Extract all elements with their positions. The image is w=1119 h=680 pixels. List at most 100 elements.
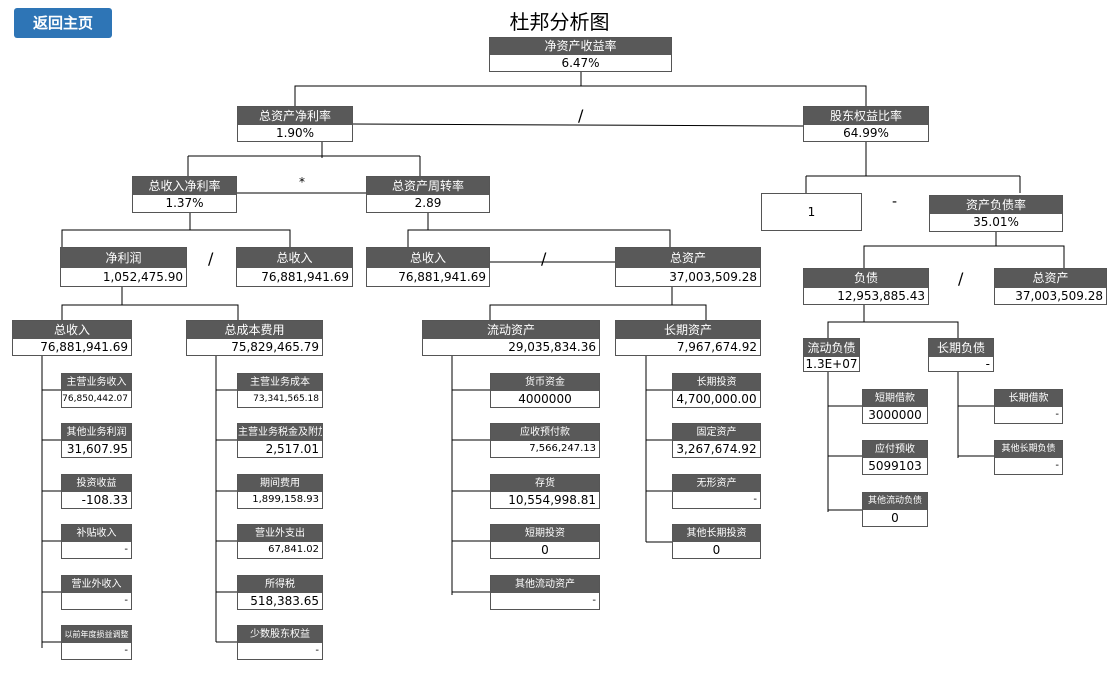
node-label: 总资产净利率 — [238, 107, 352, 125]
equity-ratio-node: 股东权益比率 64.99% — [803, 106, 929, 142]
other-long-term-investment-node: 其他长期投资 0 — [672, 524, 761, 559]
main-revenue-node: 主营业务收入 76,850,442.07 — [61, 373, 132, 408]
node-label: 应付预收 — [863, 441, 927, 458]
node-value: 6.47% — [561, 56, 600, 70]
node-label: 主营业务税金及附加 — [238, 424, 322, 441]
node-label: 净资产收益率 — [490, 38, 671, 55]
divide-operator: / — [578, 106, 584, 125]
income-tax-node: 所得税 518,383.65 — [237, 575, 323, 610]
short-term-investment-node: 短期投资 0 — [490, 524, 600, 559]
subsidy-income-node: 补贴收入 - — [61, 524, 132, 559]
constant-one-cell: 1 — [761, 193, 862, 231]
roe-node: 净资产收益率 6.47% — [489, 37, 672, 72]
long-term-assets-node: 长期资产 7,967,674.92 — [615, 320, 761, 356]
node-label: 资产负债率 — [930, 196, 1062, 214]
minus-operator: - — [892, 194, 898, 210]
node-value: 3,267,674.92 — [676, 442, 757, 456]
node-value: 1,899,158.93 — [252, 494, 319, 505]
node-label: 营业外支出 — [238, 525, 322, 542]
node-label: 负债 — [804, 269, 928, 288]
revenue-node: 总收入 76,881,941.69 — [236, 247, 353, 287]
node-label: 总收入 — [237, 248, 352, 268]
fixed-assets-node: 固定资产 3,267,674.92 — [672, 423, 761, 458]
node-label: 长期借款 — [995, 390, 1062, 407]
node-value: 76,881,941.69 — [398, 270, 486, 284]
prior-year-adjustment-node: 以前年度损益调整 - — [61, 625, 132, 660]
long-term-investment-node: 长期投资 4,700,000.00 — [672, 373, 761, 408]
node-value: 35.01% — [973, 215, 1019, 229]
intangible-assets-node: 无形资产 - — [672, 474, 761, 509]
current-liabilities-node: 流动负债 1.3E+07 — [803, 338, 860, 372]
node-label: 总资产周转率 — [367, 177, 489, 195]
node-label: 少数股东权益 — [238, 626, 322, 643]
inventory-node: 存货 10,554,998.81 — [490, 474, 600, 509]
node-label: 总收入 — [367, 248, 489, 268]
node-label: 货币资金 — [491, 374, 599, 391]
node-value: 75,829,465.79 — [231, 340, 319, 354]
other-current-assets-node: 其他流动资产 - — [490, 575, 600, 610]
cash-node: 货币资金 4000000 — [490, 373, 600, 408]
node-label: 其他长期负债 — [995, 441, 1062, 458]
node-label: 流动负债 — [804, 339, 859, 357]
other-current-liabilities-node: 其他流动负债 0 — [862, 492, 928, 527]
node-value: 1 — [807, 205, 816, 219]
node-value: 76,850,442.07 — [62, 394, 128, 404]
node-value: -108.33 — [81, 493, 128, 507]
node-value: 7,566,247.13 — [529, 443, 596, 454]
node-label: 以前年度损益调整 — [62, 626, 131, 643]
page-title: 杜邦分析图 — [509, 10, 610, 34]
back-to-home-button[interactable]: 返回主页 — [14, 8, 112, 38]
node-label: 总收入 — [13, 321, 131, 339]
node-value: 64.99% — [843, 126, 889, 140]
node-value: - — [592, 595, 596, 606]
node-label: 长期投资 — [673, 374, 760, 391]
liabilities-node: 负债 12,953,885.43 — [803, 268, 929, 305]
net-margin-node: 总收入净利率 1.37% — [132, 176, 237, 213]
node-label: 主营业务成本 — [238, 374, 322, 391]
node-value: 10,554,998.81 — [508, 493, 596, 507]
node-value: 76,881,941.69 — [261, 270, 349, 284]
node-value: - — [315, 645, 319, 656]
total-assets-node: 总资产 37,003,509.28 — [994, 268, 1107, 305]
node-value: - — [1055, 460, 1059, 471]
non-operating-income-node: 营业外收入 - — [61, 575, 132, 610]
node-label: 营业外收入 — [62, 576, 131, 593]
node-label: 总收入净利率 — [133, 177, 236, 195]
node-value: 31,607.95 — [66, 442, 128, 456]
node-label: 主营业务收入 — [62, 374, 131, 391]
node-label: 长期资产 — [616, 321, 760, 339]
node-value: 4,700,000.00 — [676, 392, 757, 406]
node-label: 所得税 — [238, 576, 322, 593]
node-value: 7,967,674.92 — [676, 340, 757, 354]
node-value: 3000000 — [868, 408, 922, 422]
roa-node: 总资产净利率 1.90% — [237, 106, 353, 142]
node-label: 应收预付款 — [491, 424, 599, 441]
total-cost-node: 总成本费用 75,829,465.79 — [186, 320, 323, 356]
node-value: 2,517.01 — [265, 442, 319, 456]
node-value: - — [124, 544, 128, 555]
node-value: 37,003,509.28 — [669, 270, 757, 284]
divide-operator: / — [208, 249, 214, 268]
non-operating-expense-node: 营业外支出 67,841.02 — [237, 524, 323, 559]
minority-interest-node: 少数股东权益 - — [237, 625, 323, 660]
node-value: 73,341,565.18 — [253, 394, 319, 404]
node-value: - — [1055, 409, 1059, 420]
period-expense-node: 期间费用 1,899,158.93 — [237, 474, 323, 509]
total-assets-node: 总资产 37,003,509.28 — [615, 247, 761, 287]
node-value: 4000000 — [518, 392, 572, 406]
node-value: 1.90% — [275, 126, 315, 140]
divide-operator: / — [958, 269, 964, 288]
node-label: 期间费用 — [238, 475, 322, 492]
revenue-node: 总收入 76,881,941.69 — [366, 247, 490, 287]
node-label: 长期负债 — [929, 339, 993, 357]
main-tax-node: 主营业务税金及附加 2,517.01 — [237, 423, 323, 458]
node-value: - — [124, 595, 128, 606]
long-term-loan-node: 长期借款 - — [994, 389, 1063, 424]
debt-ratio-node: 资产负债率 35.01% — [929, 195, 1063, 232]
node-value: 518,383.65 — [250, 594, 319, 608]
payables-node: 应付预收 5099103 — [862, 440, 928, 475]
node-label: 存货 — [491, 475, 599, 492]
node-value: 0 — [712, 543, 721, 557]
node-label: 短期投资 — [491, 525, 599, 542]
